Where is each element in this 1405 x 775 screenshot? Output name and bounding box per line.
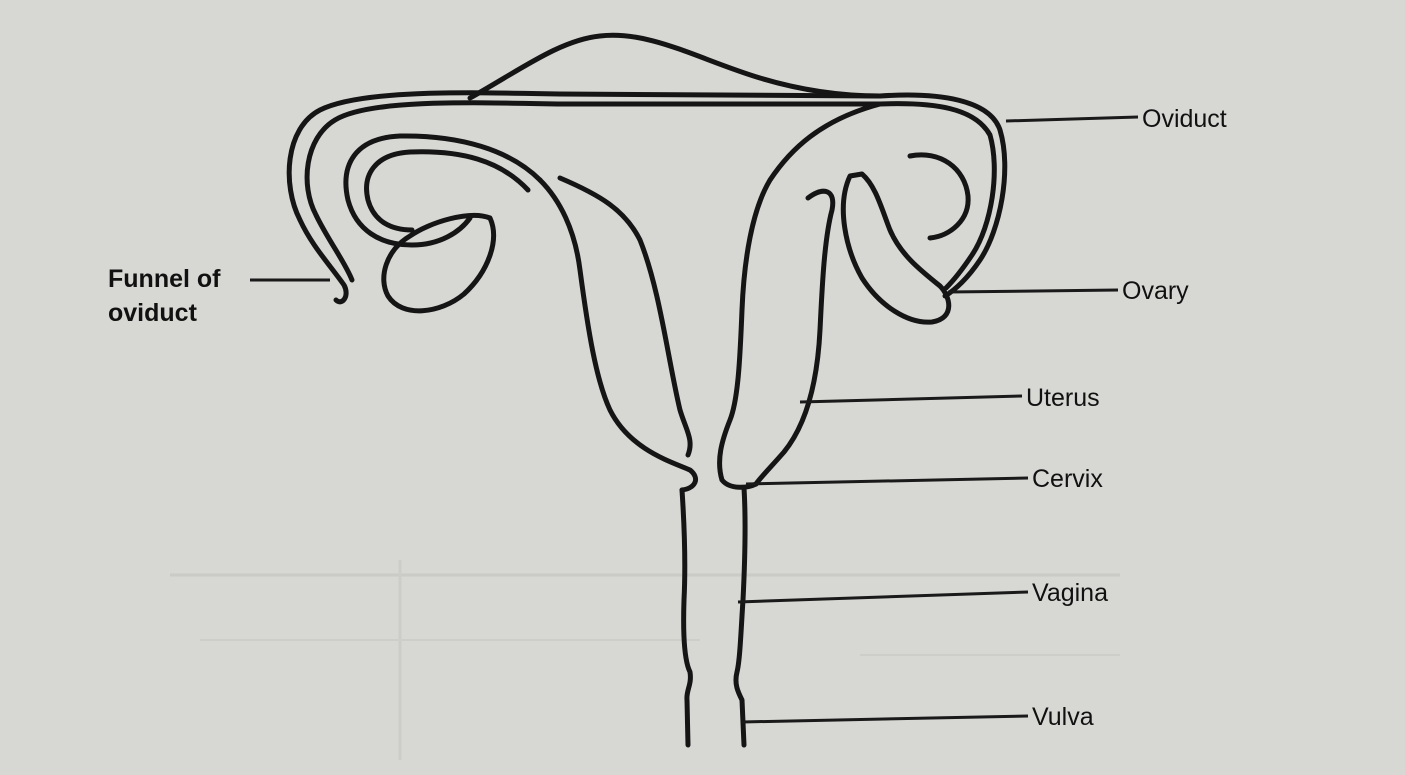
label-cervix: Cervix [1032,465,1103,493]
leader-cervix [745,476,1029,486]
left-oviduct-loop [343,133,543,248]
label-funnel-of-oviduct-line2: oviduct [108,299,198,327]
left-oviduct-loop-inner [364,149,531,233]
uterus-left-wall-inner [557,175,693,458]
right-oviduct-inner [877,101,997,291]
label-ovary: Ovary [1122,277,1189,305]
label-oviduct: Oviduct [1142,105,1227,133]
uterus-left-wall [537,177,699,493]
uterus-right-wall [717,101,883,490]
right-oviduct-loop [907,152,971,241]
right-oviduct-outer [877,92,1008,299]
leader-ovary [947,288,1119,294]
vagina-left-wall [679,487,693,748]
left-ovary [381,212,496,314]
leader-vagina [737,590,1029,604]
label-vagina: Vagina [1032,579,1108,607]
vagina-right-wall [733,485,748,748]
left-oviduct-outer [286,90,883,305]
label-uterus: Uterus [1026,384,1100,412]
leader-oviduct [1005,115,1139,123]
right-ovary [840,171,952,325]
organ-outline [286,32,1008,748]
leader-lines [250,115,1139,724]
uterus-fundus [467,32,883,101]
uterus-right-wall-outer [753,188,836,487]
labels: Funnel of oviduct Oviduct Ovary Uterus C… [108,105,1227,731]
leader-vulva [741,714,1029,724]
label-vulva: Vulva [1032,703,1094,731]
leader-uterus [799,394,1023,404]
left-oviduct-inner [304,100,883,283]
label-funnel-of-oviduct-line1: Funnel of [108,265,221,293]
